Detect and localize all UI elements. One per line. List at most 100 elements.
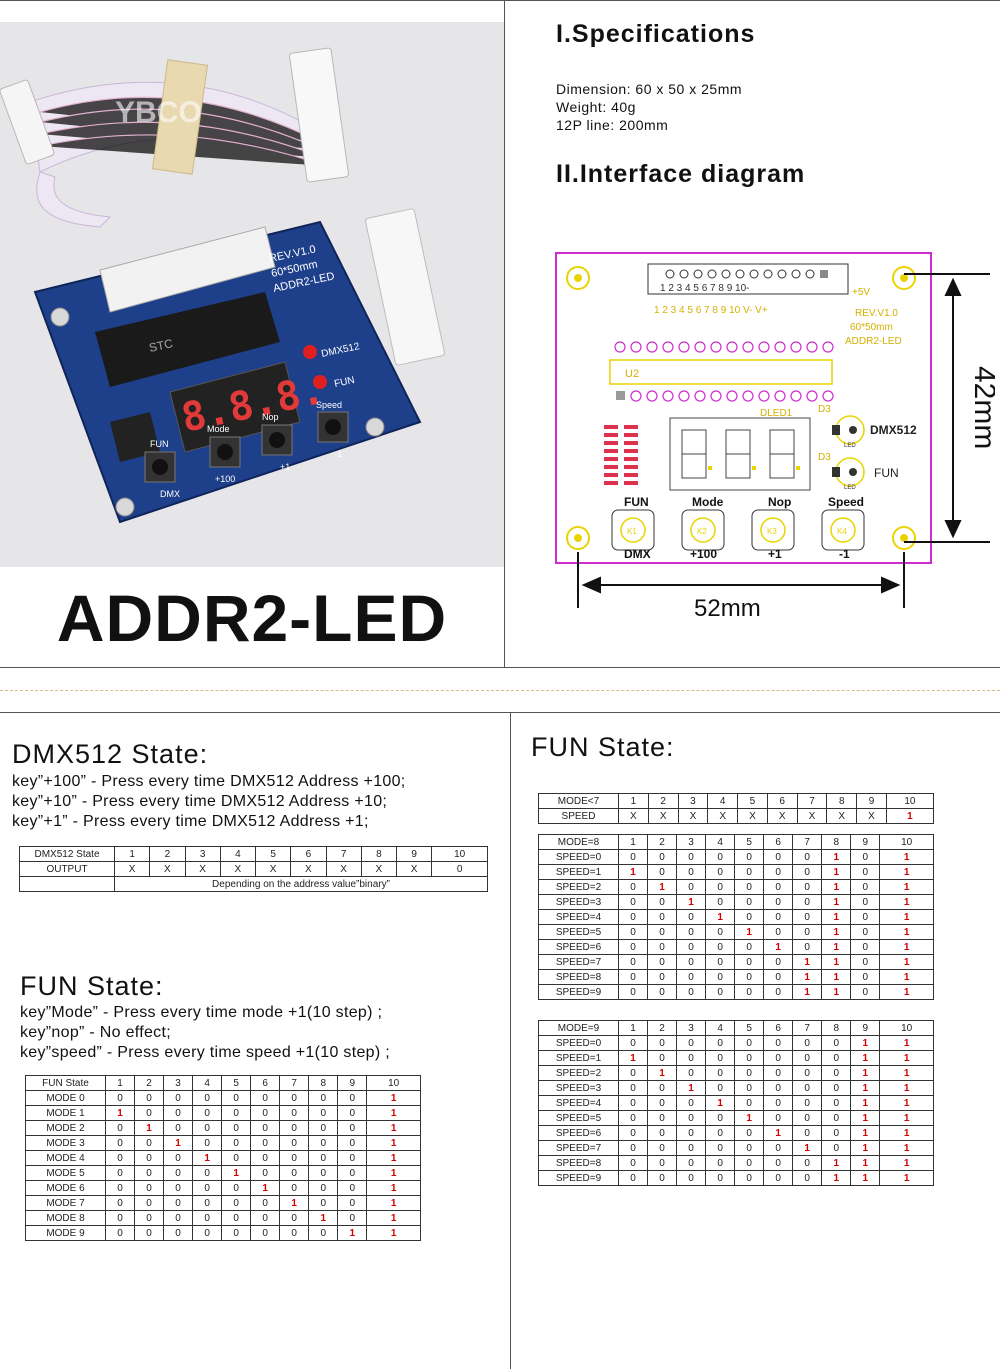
table-cell: 0 (617, 879, 649, 895)
table-cell: 0 (221, 1210, 252, 1226)
table-cell: 0 (850, 954, 881, 970)
table-cell: 0 (734, 1125, 765, 1141)
table-cell: 0 (792, 1095, 823, 1111)
table-cell: 0 (163, 1090, 194, 1106)
table-cell: 1 (366, 1105, 421, 1121)
table-cell: 0 (705, 1155, 736, 1171)
table-cell: 0 (821, 1065, 852, 1081)
table-cell: 0 (134, 1210, 165, 1226)
table-cell: 0 (647, 864, 678, 880)
table-cell: 0 (676, 1140, 707, 1156)
board-fun-text: FUN (333, 375, 355, 390)
table-cell: 0 (821, 1140, 852, 1156)
table-cell: 0 (163, 1210, 194, 1226)
table-cell: 0 (676, 1035, 707, 1051)
table-cell: 4 (705, 834, 736, 850)
table-cell: 0 (676, 939, 707, 955)
table-cell: 0 (617, 939, 649, 955)
table-cell: 8 (821, 1020, 852, 1036)
table-cell: 0 (308, 1165, 339, 1181)
table-cell: 0 (705, 1080, 736, 1096)
table-cell: 0 (705, 924, 736, 940)
table-cell: 0 (647, 984, 678, 1000)
table-cell: 0 (763, 894, 794, 910)
table-cell: 0 (134, 1150, 165, 1166)
table-cell: 1 (879, 1035, 934, 1051)
fun-state-title-left: FUN State: (20, 971, 164, 1001)
table-cell: 1 (879, 909, 934, 925)
table-cell: 0 (308, 1180, 339, 1196)
frame-mid-line (0, 667, 1000, 668)
frame-divider-top (504, 0, 505, 667)
table-cell: 0 (647, 1140, 678, 1156)
table-cell: 0 (792, 1110, 823, 1126)
table-cell: SPEED=6 (538, 1125, 619, 1141)
product-photo-drawing: STC 8.8.8. REV.V1.0 60*50mm ADDR2-LED DM… (0, 47, 445, 524)
table-cell: 0 (308, 1225, 339, 1241)
table-cell: 1 (792, 1140, 823, 1156)
table-cell: 0 (192, 1225, 223, 1241)
table-cell: SPEED=2 (538, 1065, 619, 1081)
table-cell: 1 (879, 939, 934, 955)
table-cell: 1 (676, 1080, 707, 1096)
table-cell: 0 (647, 849, 678, 865)
diagram-button-k4: Speed K4 -1 (821, 495, 865, 561)
table-cell: 1 (734, 1110, 765, 1126)
table-cell: 1 (366, 1165, 421, 1181)
table-cell: 5 (734, 834, 765, 850)
table-cell: 0 (792, 924, 823, 940)
table-cell: MODE=9 (538, 1020, 619, 1036)
table-cell: 9 (850, 834, 881, 850)
table-cell: SPEED=9 (538, 984, 619, 1000)
table-cell: 0 (337, 1120, 368, 1136)
table-cell: 0 (734, 969, 765, 985)
diagram-pin-numbers-top: 1 2 3 4 5 6 7 8 9 10- (660, 283, 750, 294)
table-cell: 0 (734, 1035, 765, 1051)
table-cell: 0 (705, 984, 736, 1000)
fun-line-speed: key”speed” - Press every time speed +1(1… (20, 1044, 390, 1061)
table-cell: 0 (250, 1165, 281, 1181)
table-cell: X (360, 861, 398, 877)
table-cell: 0 (792, 1065, 823, 1081)
table-cell: MODE<7 (538, 793, 619, 809)
table-cell: MODE 3 (25, 1135, 106, 1151)
table-cell: 0 (192, 1180, 223, 1196)
table-cell: 0 (821, 1095, 852, 1111)
table-cell: 0 (617, 909, 649, 925)
table-cell: 0 (647, 909, 678, 925)
table-cell: 1 (792, 984, 823, 1000)
table-cell: 1 (221, 1165, 252, 1181)
photo-btn-label-nop: Nop (262, 412, 279, 422)
table-cell: FUN State (25, 1075, 106, 1091)
table-cell: 7 (796, 793, 828, 809)
table-cell: 8 (360, 846, 398, 862)
table-cell: 0 (192, 1195, 223, 1211)
table-cell: 0 (676, 864, 707, 880)
table-cell: 0 (734, 1050, 765, 1066)
table-cell: SPEED (538, 808, 619, 824)
table-cell: 6 (766, 793, 798, 809)
table-cell: 0 (617, 924, 649, 940)
table-cell: 0 (617, 954, 649, 970)
table-cell: 0 (279, 1225, 310, 1241)
table-cell: 0 (337, 1165, 368, 1181)
table-cell: 0 (850, 909, 881, 925)
table-cell: 0 (308, 1105, 339, 1121)
table-cell: X (219, 861, 257, 877)
table-cell: 1 (879, 849, 934, 865)
table-cell: MODE 6 (25, 1180, 106, 1196)
table-cell: 1 (821, 864, 852, 880)
table-cell: 0 (104, 1135, 136, 1151)
table-cell: 0 (134, 1135, 165, 1151)
diagram-plus5v: +5V (852, 287, 870, 298)
table-cell: 0 (792, 879, 823, 895)
table-cell: 10 (879, 1020, 934, 1036)
table-cell: 1 (705, 1095, 736, 1111)
table-cell: 0 (734, 1170, 765, 1186)
table-cell: X (395, 861, 433, 877)
table-cell: 0 (850, 984, 881, 1000)
